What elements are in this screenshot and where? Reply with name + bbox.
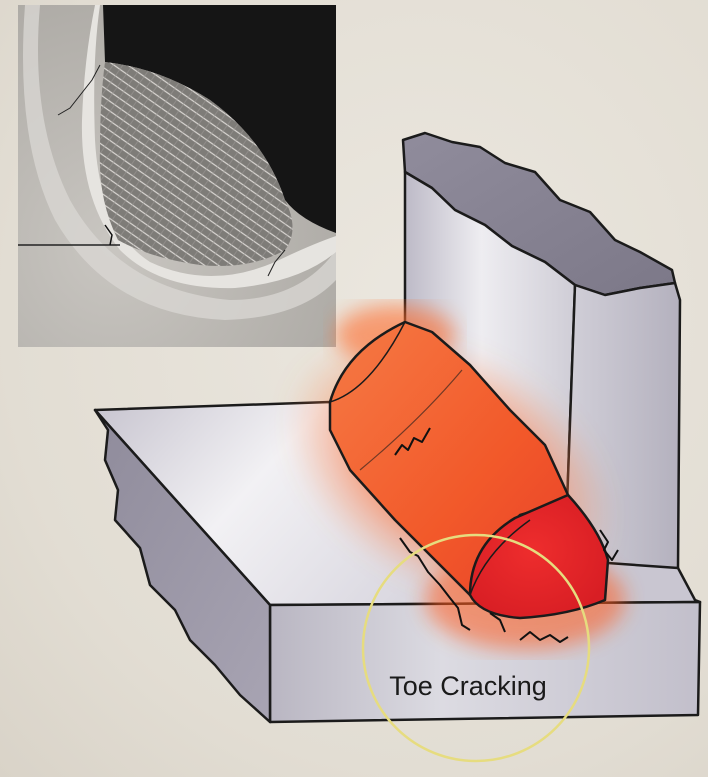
toe-cracking-label: Toe Cracking [389,671,547,701]
macrograph-inset-photo [18,5,336,347]
